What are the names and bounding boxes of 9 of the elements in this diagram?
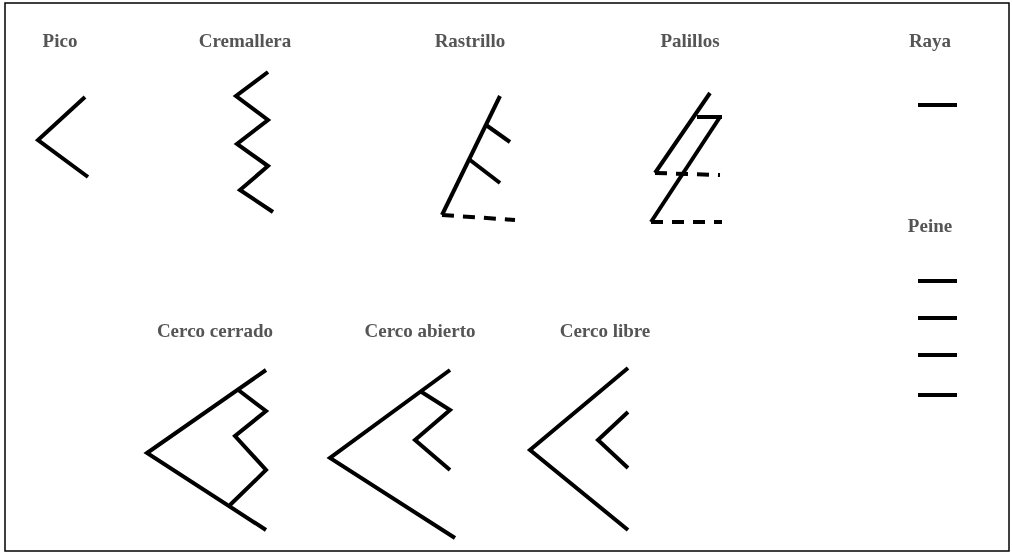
sign-label: Peine [907, 215, 953, 237]
sign-label: Cerco libre [559, 320, 651, 342]
sign-label: Palillos [660, 30, 720, 52]
sign-label: Rastrillo [434, 30, 506, 52]
sign-label: Cremallera [198, 30, 292, 52]
sign-label: Raya [908, 30, 952, 52]
sign-label: Cerco cerrado [156, 320, 274, 342]
sign-label: Cerco abierto [364, 320, 476, 342]
sign-label: Pico [42, 30, 78, 52]
